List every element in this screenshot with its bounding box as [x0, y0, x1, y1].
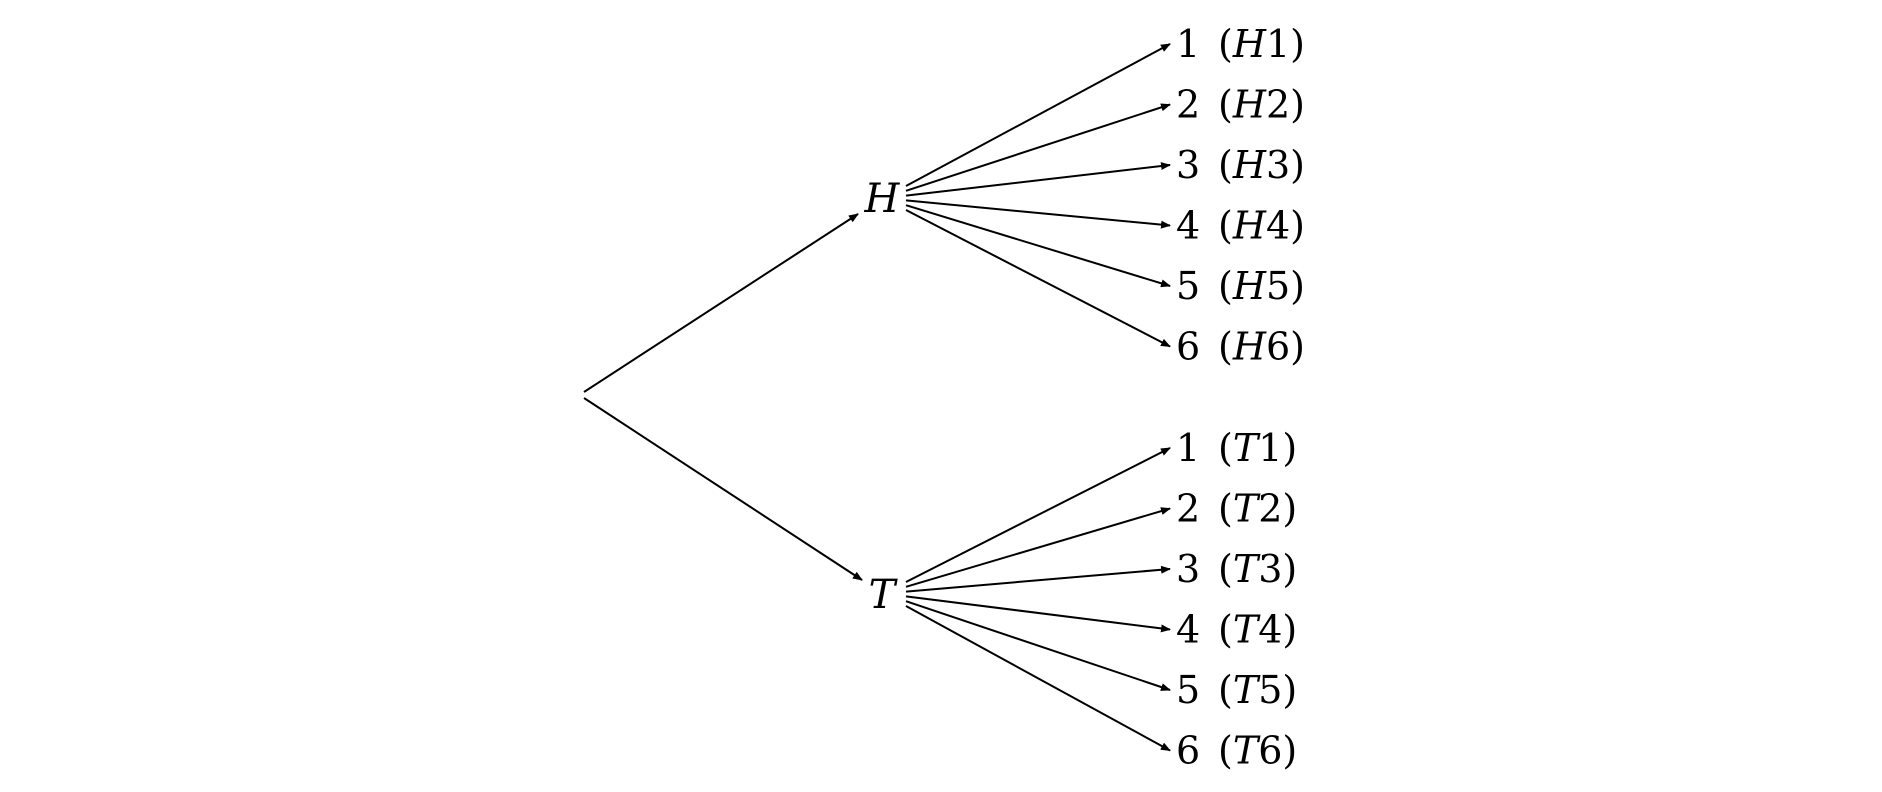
leaf-number-H3: 3	[1176, 143, 1200, 187]
branch-H-to-2	[905, 103, 1171, 192]
branch-H-to-6	[905, 209, 1171, 348]
branch-root-to-H	[583, 213, 859, 393]
branch-H-to-5	[905, 204, 1171, 288]
leaf-number-H4: 4	[1176, 204, 1200, 248]
leaf-number-H6: 6	[1176, 325, 1200, 369]
outcome-label-T4: (T4)	[1218, 608, 1297, 652]
outcome-label-T6: (T6)	[1218, 729, 1297, 773]
leaf-number-T3: 3	[1176, 547, 1200, 591]
node-label-H: H	[864, 176, 901, 222]
leaf-number-H2: 2	[1176, 83, 1200, 127]
leaf-number-T4: 4	[1176, 608, 1200, 652]
outcome-label-H6: (H6)	[1218, 325, 1305, 369]
branch-T-to-6	[905, 605, 1171, 752]
leaf-number-H1: 1	[1176, 22, 1200, 66]
outcome-label-H5: (H5)	[1218, 264, 1305, 308]
leaf-number-T1: 1	[1176, 426, 1200, 470]
outcome-label-H2: (H2)	[1218, 83, 1305, 127]
outcome-label-H3: (H3)	[1218, 143, 1305, 187]
node-label-T: T	[869, 572, 899, 618]
outcome-label-H1: (H1)	[1218, 22, 1305, 66]
branch-T-to-1	[905, 447, 1171, 583]
leaf-number-H5: 5	[1176, 264, 1200, 308]
branch-T-to-3	[905, 565, 1171, 593]
branch-T-to-4	[905, 595, 1171, 633]
leaf-number-T2: 2	[1176, 487, 1200, 531]
outcome-label-T5: (T5)	[1218, 668, 1297, 712]
branch-H-to-3	[905, 162, 1171, 197]
leaf-number-T6: 6	[1176, 729, 1200, 773]
tree-labels: H 1 (H1) 2 (H2) 3 (H3) 4 (H4) 5 (H5) 6 (H6) T 1 (T1) 2 (T…	[864, 22, 1305, 773]
outcome-label-T2: (T2)	[1218, 487, 1297, 531]
tree-branches	[583, 43, 1171, 752]
branch-H-to-4	[905, 199, 1171, 229]
outcome-label-H4: (H4)	[1218, 204, 1305, 248]
outcome-label-T3: (T3)	[1218, 547, 1297, 591]
branch-H-to-1	[905, 43, 1171, 187]
branch-T-to-5	[905, 600, 1171, 691]
outcome-label-T1: (T1)	[1218, 426, 1297, 470]
leaf-number-T5: 5	[1176, 668, 1200, 712]
branch-T-to-2	[905, 507, 1171, 588]
branch-root-to-T	[583, 397, 863, 581]
